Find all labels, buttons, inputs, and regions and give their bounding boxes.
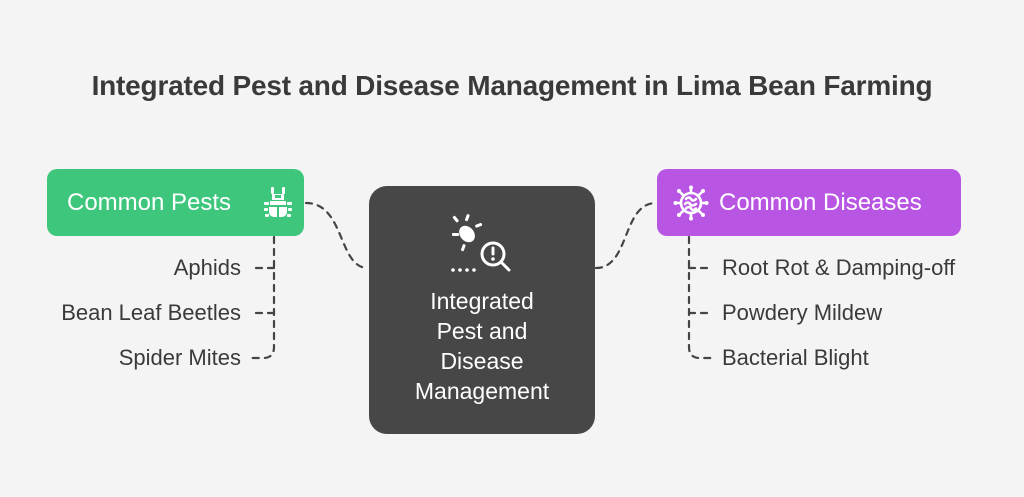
disease-item-powdery-mildew: Powdery Mildew — [722, 300, 883, 325]
pest-item-bean-leaf-beetles: Bean Leaf Beetles — [61, 300, 241, 325]
common-diseases-box: Common Diseases — [657, 169, 961, 236]
disease-item-root-rot: Root Rot & Damping-off — [722, 255, 956, 280]
bug-icon — [264, 185, 292, 221]
connector-center-to-diseases — [594, 201, 658, 270]
pest-item-spider-mites: Spider Mites — [118, 345, 241, 370]
pest-item-aphids: Aphids — [173, 255, 241, 280]
central-label-line: Management — [414, 378, 550, 404]
common-pests-box: Common Pests — [47, 169, 304, 236]
diagram-title: Integrated Pest and Disease Management i… — [91, 70, 933, 101]
common-pests-label: Common Pests — [67, 188, 232, 216]
central-concept-box: Integrated Pest and Disease Management — [369, 186, 595, 434]
central-concept-label: Integrated Pest and Disease Management — [369, 286, 595, 406]
disease-item-bacterial-blight: Bacterial Blight — [722, 345, 869, 370]
connector-pests-to-center — [304, 201, 370, 270]
central-label-line: Pest and — [436, 318, 528, 344]
connector-pests-trunk — [250, 235, 276, 360]
pest-inspection-icon — [449, 214, 515, 285]
virus-icon — [673, 185, 709, 221]
central-label-line: Integrated — [430, 288, 534, 314]
common-diseases-label: Common Diseases — [719, 188, 922, 216]
central-label-line: Disease — [440, 348, 524, 374]
connector-diseases-trunk — [687, 235, 713, 360]
